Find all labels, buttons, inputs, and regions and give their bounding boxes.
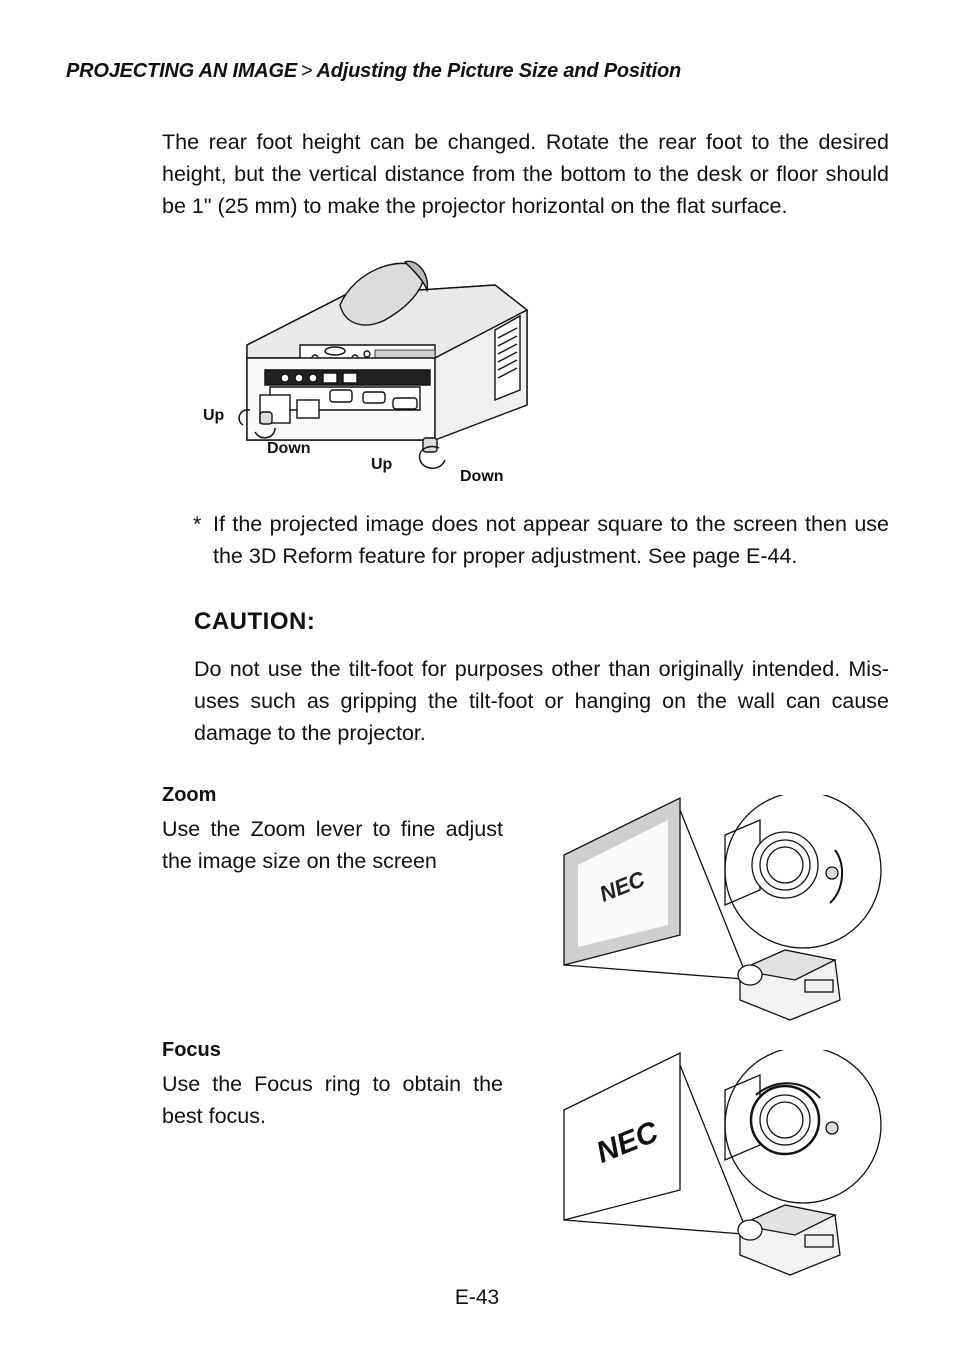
note-text: If the projected image does not appear s… [213,512,889,568]
header-subsection: Adjusting the Picture Size and Position [316,60,682,82]
note-paragraph: * If the projected image does not appear… [193,508,889,572]
caution-text: Do not use the tilt-foot for purposes ot… [194,657,889,745]
label-up-right: Up [371,456,393,473]
projection-screen [563,1051,681,1221]
label-up-left: Up [203,407,225,424]
label-down-left: Down [267,440,311,457]
header-separator: > [301,60,313,82]
focus-text: Use the Focus ring to obtain the best fo… [162,1072,503,1128]
projector-body-drawing [246,260,529,453]
intro-paragraph: The rear foot height can be changed. Rot… [162,130,889,218]
header-section: PROJECTING AN IMAGE [66,60,298,82]
caution-title: CAUTION: [194,608,316,635]
projector-rear-view-illustration: Up Down Up Down [203,260,529,485]
rotation-arrows [238,409,446,469]
zoom-text: Use the Zoom lever to fine adjust the im… [162,817,503,873]
note-marker: * [193,512,202,536]
running-header: PROJECTING AN IMAGE>Adjusting the Pictur… [66,60,886,83]
focus-title: Focus [162,1039,221,1061]
zoom-title: Zoom [162,784,217,806]
label-down-right: Down [460,468,504,485]
zoom-illustration: NEC [563,795,882,1021]
focus-illustration: NEC [563,1050,882,1276]
page-number: E-43 [454,1286,500,1309]
